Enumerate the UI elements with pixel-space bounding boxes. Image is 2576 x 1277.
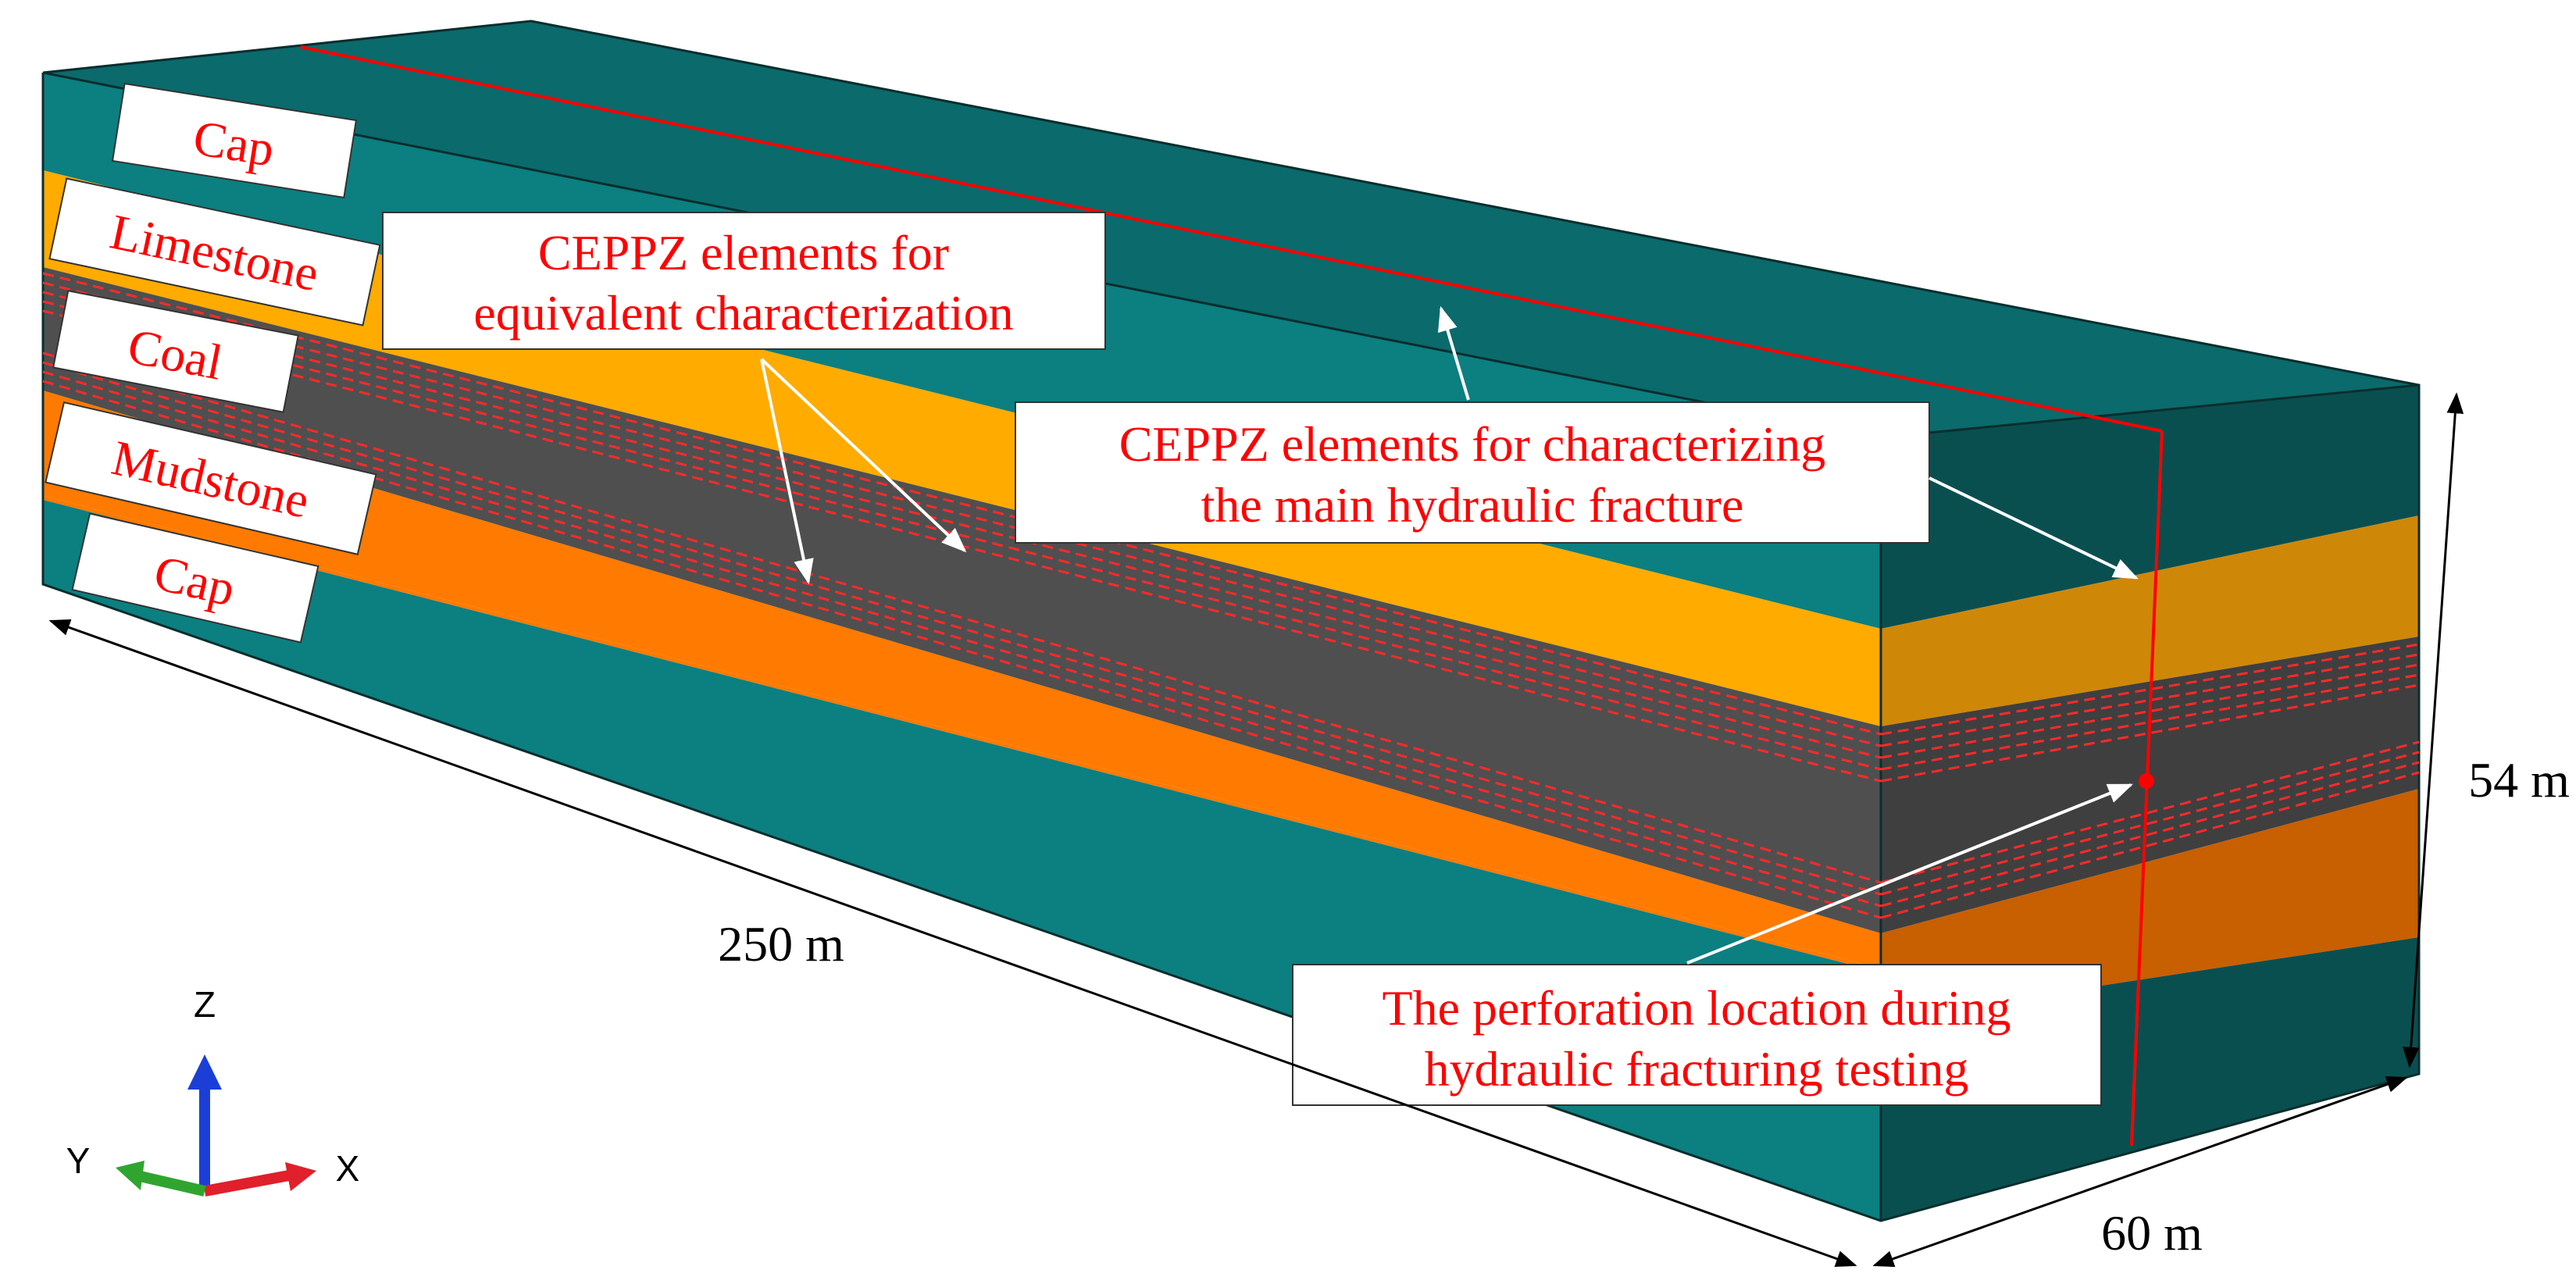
axis-y-label: Y <box>66 1140 91 1181</box>
callout-cepz-main-fracture: CEPPZ elements for characterizing the ma… <box>1015 401 1930 544</box>
axis-triad: Z Y X <box>66 984 360 1197</box>
block-edges <box>41 20 2421 1222</box>
dimension-length-label: 250 m <box>718 916 844 972</box>
callout-cepz-main-fracture-line1: CEPPZ elements for characterizing <box>1119 416 1826 472</box>
axis-y-head <box>116 1161 144 1190</box>
layer-label-limestone: Limestone <box>48 177 381 326</box>
dimension-length: 250 m <box>48 619 1857 1267</box>
callout-cepz-main-fracture-arrows <box>1437 305 2139 580</box>
dimension-height: 54 m <box>2402 392 2570 1068</box>
dimension-width-label: 60 m <box>2101 1205 2203 1261</box>
end-cap-upper <box>1881 385 2419 629</box>
axis-x-arrow <box>203 1170 291 1197</box>
layer-label-coal: Coal <box>52 290 299 413</box>
callout-perforation-line1: The perforation location during <box>1382 980 2010 1036</box>
callout-cepz-equivalent-line1: CEPPZ elements for <box>538 225 949 280</box>
layer-label-cap-top-text: Cap <box>190 109 278 177</box>
block-top-face <box>43 21 2419 437</box>
dimension-height-label: 54 m <box>2468 752 2570 808</box>
dimension-width: 60 m <box>1872 1075 2408 1268</box>
end-limestone <box>1881 515 2419 726</box>
layer-label-cap-top: Cap <box>111 83 358 198</box>
axis-x-label: X <box>336 1148 360 1189</box>
callout-cepz-main-fracture-line2: the main hydraulic fracture <box>1201 477 1744 533</box>
end-mudstone <box>1881 789 2419 1019</box>
callout-cepz-equivalent: CEPPZ elements for equivalent characteri… <box>382 212 1106 350</box>
callout-cepz-equivalent-line2: equivalent characterization <box>473 285 1013 341</box>
callout-cepz-equivalent-arrows <box>760 358 967 585</box>
axis-x-head <box>285 1162 316 1191</box>
callout-perforation-line2: hydraulic fracturing testing <box>1425 1041 1969 1097</box>
layer-label-cap-bottom: Cap <box>71 512 319 644</box>
axis-z-head <box>187 1054 222 1090</box>
callout-perforation: The perforation location during hydrauli… <box>1292 964 2102 1106</box>
axis-y-arrow <box>135 1170 206 1197</box>
perforation-point <box>2139 773 2154 789</box>
axis-z-label: Z <box>194 984 216 1025</box>
